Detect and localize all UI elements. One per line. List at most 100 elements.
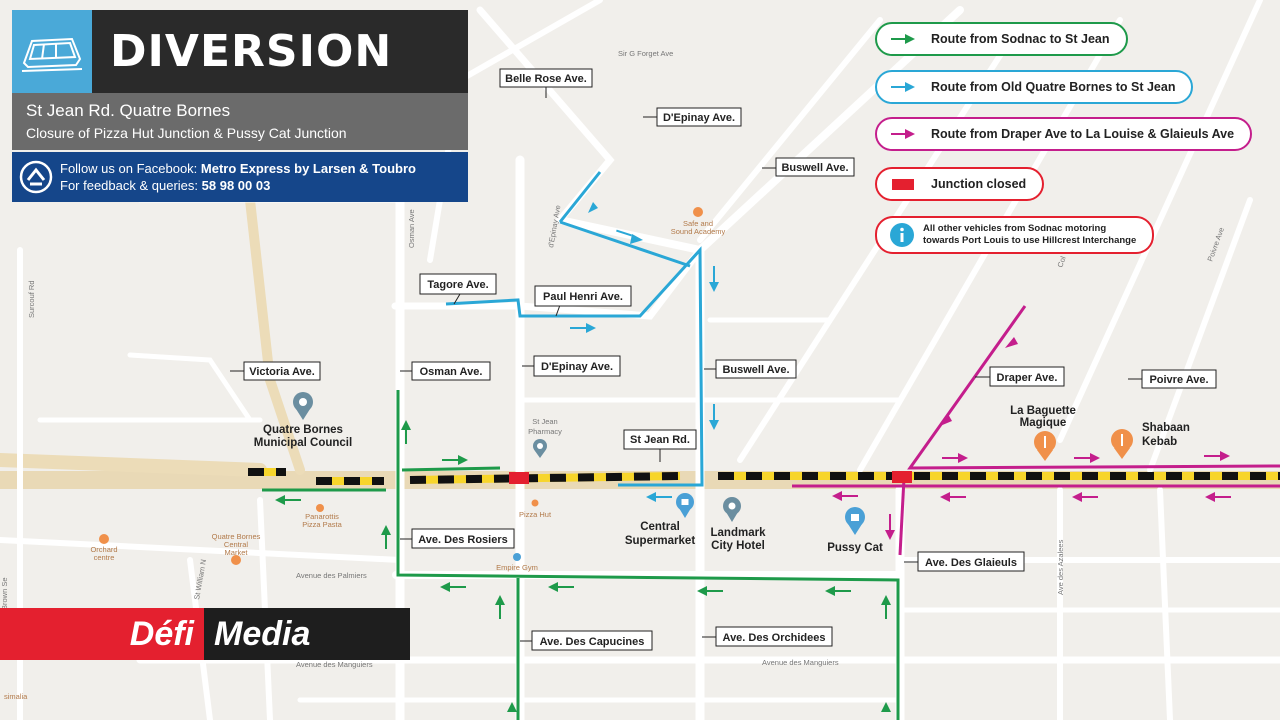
sir-forget-label: Sir G Forget Ave <box>618 49 673 58</box>
legend-note: All other vehicles from Sodnac motoring … <box>875 216 1155 254</box>
central-label-2: Supermarket <box>625 535 695 547</box>
legend-blue: Route from Old Quatre Bornes to St Jean <box>875 70 1194 104</box>
draper-label: Draper Ave. <box>997 372 1058 384</box>
victoria-label: Victoria Ave. <box>249 366 315 378</box>
landmark-pin-icon <box>723 497 741 522</box>
qb-market-label-1: Quatre Bornes <box>212 532 261 541</box>
legend-note-line1: All other vehicles from Sodnac motoring <box>923 223 1107 234</box>
empire-gym-label: Empire Gym <box>496 563 538 572</box>
pizza-hut-pin-icon <box>531 499 539 507</box>
orchidees-label: Ave. Des Orchidees <box>723 632 826 644</box>
paul-henri-label: Paul Henri Ave. <box>543 291 623 303</box>
tagore-label: Tagore Ave. <box>427 279 488 291</box>
callout-paul-henri: Paul Henri Ave. <box>534 285 632 317</box>
osman-small-label: Osman Ave <box>407 209 416 248</box>
pharmacy-label-2: Pharmacy <box>528 427 562 436</box>
route-draper-la-louise <box>792 305 1280 556</box>
feedback-prefix: For feedback & queries: <box>60 178 199 193</box>
legend-green-label: Route from Sodnac to St Jean <box>931 32 1110 46</box>
pussy-cat-pin-icon <box>845 507 865 535</box>
pizza-hut-label: Pizza Hut <box>519 510 552 519</box>
magenta-arrows <box>832 337 1231 540</box>
route-old-quatre-bornes-st-jean <box>445 171 704 487</box>
callout-orchidees: Ave. Des Orchidees <box>702 626 833 647</box>
info-icon <box>890 223 914 247</box>
brown-label: Brown Se <box>0 577 9 610</box>
callout-st-jean: St Jean Rd. <box>623 429 697 462</box>
callout-buswell-mid: Buswell Ave. <box>704 359 797 379</box>
buswell-top-label: Buswell Ave. <box>781 162 848 174</box>
buswell-mid-label: Buswell Ave. <box>722 364 789 376</box>
ave-azalees-label: Ave des Azalees <box>1056 539 1065 595</box>
callout-victoria: Victoria Ave. <box>230 361 321 381</box>
central-label-1: Central <box>640 521 680 533</box>
shabaan-kebab-pin-icon <box>1111 429 1133 459</box>
magenta-arrow-icon <box>891 129 915 139</box>
council-label-2: Municipal Council <box>254 437 352 449</box>
la-baguette-pin-icon <box>1034 431 1056 461</box>
pussy-cat-label: Pussy Cat <box>827 542 883 554</box>
rosiers-label: Ave. Des Rosiers <box>418 534 507 546</box>
qb-market-label-2: Central <box>224 540 249 549</box>
larsen-toubro-logo-icon <box>12 160 60 194</box>
shabaan-label-2: Kebab <box>1142 436 1177 448</box>
panorottis-label-2: Pizza Pasta <box>302 520 342 529</box>
legend-blue-label: Route from Old Quatre Bornes to St Jean <box>931 80 1176 94</box>
contact-text: Follow us on Facebook: Metro Express by … <box>60 160 416 194</box>
legend-junction: Junction closed <box>875 167 1045 201</box>
green-arrow-icon <box>891 34 915 44</box>
baguette-label-1: La Baguette <box>1010 405 1076 417</box>
title-row: DIVERSION <box>12 10 468 93</box>
landmark-label-2: City Hotel <box>711 540 765 552</box>
route-sodnac-st-jean <box>262 390 900 720</box>
callout-depinay-top: D'Epinay Ave. <box>643 107 742 127</box>
food-pins <box>99 207 1133 565</box>
simalia-label: simalia <box>4 692 28 701</box>
legend-green: Route from Sodnac to St Jean <box>875 22 1128 56</box>
avenue-manguiers-label-2: Avenue des Manguiers <box>762 658 839 667</box>
council-label-1: Quatre Bornes <box>263 424 343 436</box>
safe-sound-pin-icon <box>693 207 703 217</box>
header-panel: DIVERSION St Jean Rd. Quatre Bornes Clos… <box>12 10 468 202</box>
safe-label-1: Safe and <box>683 219 713 228</box>
legend-junction-label: Junction closed <box>931 177 1027 191</box>
legend-magenta: Route from Draper Ave to La Louise & Gla… <box>875 117 1253 151</box>
shabaan-label-1: Shabaan <box>1142 422 1190 434</box>
pharmacy-label-1: St Jean <box>532 417 557 426</box>
subtitle-row: St Jean Rd. Quatre Bornes Closure of Piz… <box>12 93 468 150</box>
orchard-pin-icon <box>99 534 109 544</box>
callout-tagore: Tagore Ave. <box>419 273 497 305</box>
central-supermarket-pin-icon <box>676 493 694 518</box>
blue-arrow-icon <box>891 82 915 92</box>
callout-poivre: Poivre Ave. <box>1128 369 1217 389</box>
qb-market-pin-icon <box>231 555 241 565</box>
osman-label: Osman Ave. <box>420 366 483 378</box>
map-pins <box>293 392 741 522</box>
callout-osman: Osman Ave. <box>400 361 491 381</box>
facebook-link[interactable]: Metro Express by Larsen & Toubro <box>200 161 416 176</box>
callout-rosiers: Ave. Des Rosiers <box>400 528 515 549</box>
callout-belle-rose: Belle Rose Ave. <box>499 68 593 98</box>
depinay-mid-label: D'Epinay Ave. <box>541 361 613 373</box>
facebook-row: Follow us on Facebook: Metro Express by … <box>12 152 468 202</box>
junction-closed-pizza-hut <box>509 472 529 484</box>
orchard-label-2: centre <box>94 553 115 562</box>
glaieuls-label: Ave. Des Glaieuls <box>925 557 1017 569</box>
legend-note-line2: towards Port Louis to use Hillcrest Inte… <box>923 235 1137 246</box>
shop-pins <box>676 493 865 535</box>
callout-buswell-top: Buswell Ave. <box>762 157 855 177</box>
panarottis-pin-icon <box>316 504 324 512</box>
poivre-label: Poivre Ave. <box>1149 374 1208 386</box>
capucines-label: Ave. Des Capucines <box>540 636 645 648</box>
panorottis-label-1: Panarottis <box>305 512 339 521</box>
facebook-prefix: Follow us on Facebook: <box>60 161 198 176</box>
pharmacy-pin-icon <box>533 439 547 458</box>
st-jean-label: St Jean Rd. <box>630 434 690 446</box>
qb-market-label-3: Market <box>225 548 249 557</box>
diversion-title: DIVERSION <box>92 10 468 93</box>
orchard-label-1: Orchard <box>90 545 117 554</box>
brand-media: Media <box>204 608 410 660</box>
legend-note-text: All other vehicles from Sodnac motoring … <box>923 223 1136 247</box>
callout-depinay-mid: D'Epinay Ave. <box>522 355 621 377</box>
belle-rose-label: Belle Rose Ave. <box>505 73 587 85</box>
